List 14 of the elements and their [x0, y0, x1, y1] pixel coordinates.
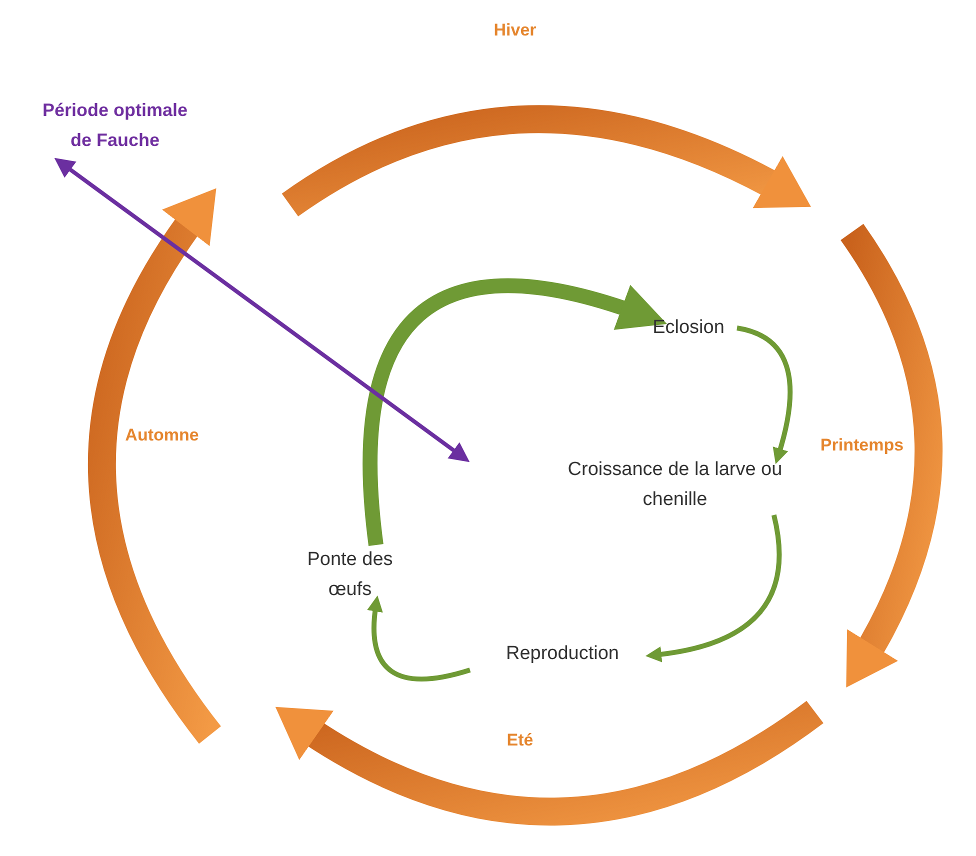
season-label: Hiver — [494, 19, 536, 42]
season-label: Automne — [125, 424, 199, 446]
season-label: Printemps — [820, 434, 904, 456]
arrow — [363, 278, 668, 546]
arrow — [646, 514, 782, 662]
stage-label: Eclosion — [640, 314, 737, 342]
stage-label: Reproduction — [470, 640, 655, 668]
arrow — [54, 158, 470, 462]
stage-label: Croissance de la larve ou chenille — [560, 455, 790, 515]
arrow — [736, 326, 793, 464]
stage-label: Ponte des œufs — [285, 545, 415, 605]
season-label: Eté — [506, 729, 534, 752]
arrow — [367, 595, 471, 682]
period-label: Période optimale de Fauche — [30, 95, 200, 155]
